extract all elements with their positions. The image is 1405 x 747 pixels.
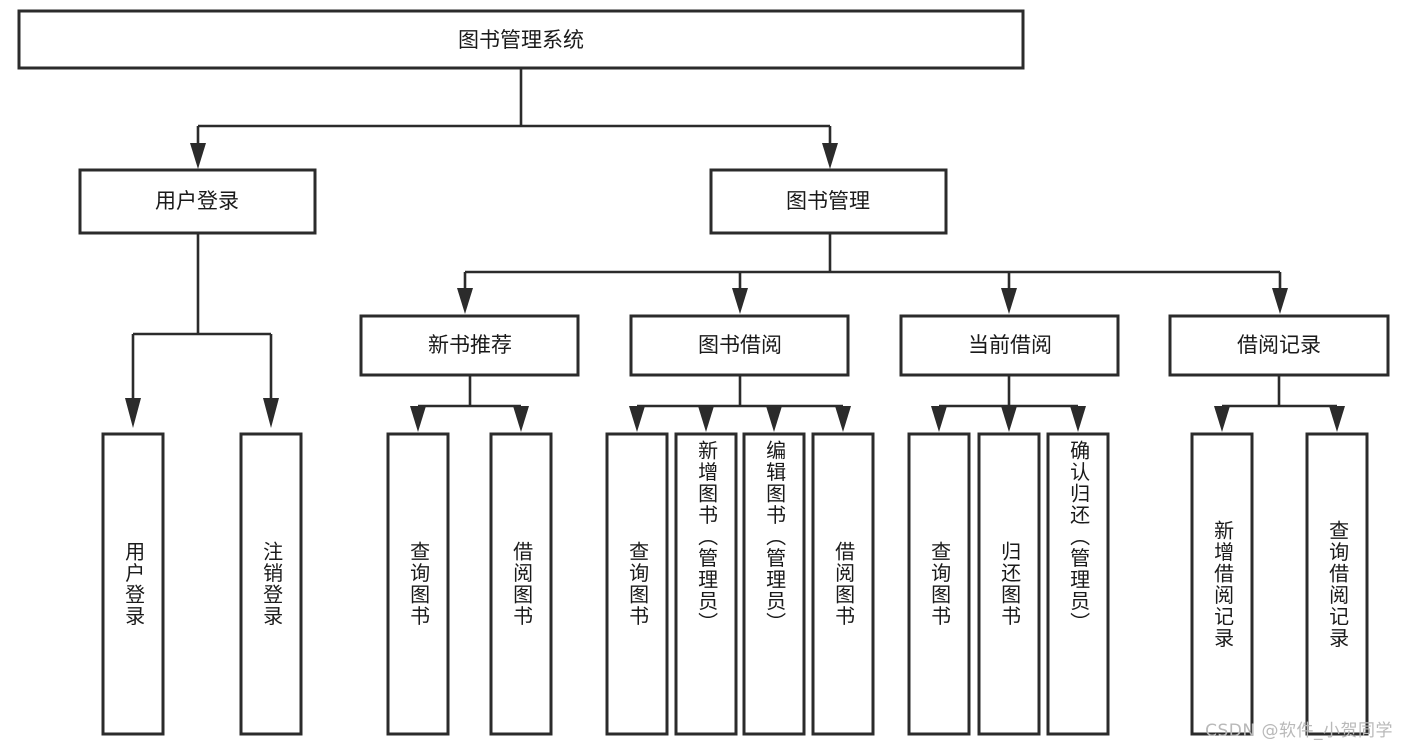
edges-layer: [125, 68, 1345, 432]
leaf-box-logout[interactable]: [239, 432, 303, 736]
arrow-newbook-to-leaf1: [410, 406, 426, 432]
arrow-current-to-leaf3: [1070, 406, 1086, 432]
node-book-borrow-label: 图书借阅: [698, 333, 782, 357]
node-book-manage-box[interactable]: [709, 168, 948, 235]
arrow-current-to-leaf2: [1001, 406, 1017, 432]
leaf-box-add-borrow-record[interactable]: [1190, 432, 1254, 736]
node-borrow-record-label: 借阅记录: [1237, 333, 1321, 357]
csdn-watermark: CSDN @软件_小贺同学: [1205, 721, 1393, 741]
leaf-box-query-book-3[interactable]: [907, 432, 971, 736]
leaf-box-query-book-1[interactable]: [386, 432, 450, 736]
arrow-book-manage-to-record: [1272, 288, 1288, 314]
arrow-borrow-to-leaf1: [629, 406, 645, 432]
arrow-record-to-leaf2: [1329, 406, 1345, 432]
node-root[interactable]: 图书管理系统: [17, 9, 1025, 70]
arrow-borrow-to-leaf3: [766, 406, 782, 432]
arrow-user-login-to-leaf1: [125, 398, 141, 428]
arrow-root-to-user-login: [190, 143, 206, 169]
node-book-manage[interactable]: 图书管理: [709, 168, 948, 235]
arrow-newbook-to-leaf2: [513, 406, 529, 432]
arrow-root-to-book-manage: [822, 143, 838, 169]
node-borrow-record[interactable]: 借阅记录: [1168, 314, 1390, 377]
arrow-record-to-leaf1: [1214, 406, 1230, 432]
node-new-book-recommend-label: 新书推荐: [428, 333, 512, 357]
node-new-book-recommend-box[interactable]: [359, 314, 580, 377]
leaf-box-borrow-book-2[interactable]: [811, 432, 875, 736]
arrow-user-login-to-leaf2: [263, 398, 279, 428]
leaf-box-user-login[interactable]: [101, 432, 165, 736]
leaf-box-borrow-book-1[interactable]: [489, 432, 553, 736]
nodes-layer: 图书管理系统 用户登录 图书管理 新书推荐 图书借阅 当前: [17, 9, 1390, 736]
node-borrow-record-box[interactable]: [1168, 314, 1390, 377]
leaf-box-return-book[interactable]: [977, 432, 1041, 736]
node-user-login-box[interactable]: [78, 168, 317, 235]
node-current-borrow-label: 当前借阅: [968, 333, 1052, 357]
leaf-box-query-borrow-record[interactable]: [1305, 432, 1369, 736]
arrow-borrow-to-leaf2: [698, 406, 714, 432]
leaf-box-confirm-return-admin[interactable]: [1046, 432, 1110, 736]
node-current-borrow[interactable]: 当前借阅: [899, 314, 1120, 377]
arrow-borrow-to-leaf4: [835, 406, 851, 432]
arrow-current-to-leaf1: [931, 406, 947, 432]
node-user-login-label: 用户登录: [155, 189, 239, 213]
node-new-book-recommend[interactable]: 新书推荐: [359, 314, 580, 377]
node-book-borrow[interactable]: 图书借阅: [629, 314, 850, 377]
leaf-box-add-book-admin[interactable]: [674, 432, 738, 736]
node-book-borrow-box[interactable]: [629, 314, 850, 377]
leaf-box-query-book-2[interactable]: [605, 432, 669, 736]
node-root-box[interactable]: [17, 9, 1025, 70]
node-user-login[interactable]: 用户登录: [78, 168, 317, 235]
arrow-book-manage-to-current: [1001, 288, 1017, 314]
node-book-manage-label: 图书管理: [786, 189, 870, 213]
node-root-label: 图书管理系统: [458, 28, 584, 52]
leaf-box-edit-book-admin[interactable]: [742, 432, 806, 736]
node-current-borrow-box[interactable]: [899, 314, 1120, 377]
arrow-book-manage-to-borrow: [732, 288, 748, 314]
arrow-book-manage-to-newbook: [457, 288, 473, 314]
